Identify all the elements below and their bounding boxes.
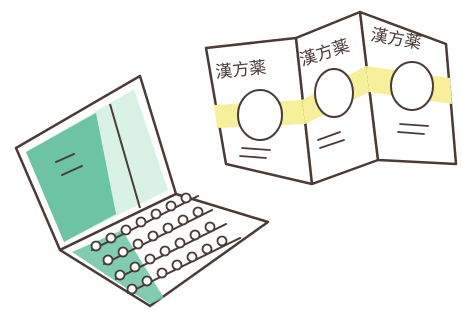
laptop-illustration xyxy=(14,74,270,308)
brochure-text-lines xyxy=(239,123,429,159)
laptop-screen-dark-panel xyxy=(26,113,116,242)
laptop-screen-text-mark-1 xyxy=(55,153,75,163)
brochure-illustration: 漢方薬 漢方薬 漢方薬 xyxy=(204,10,458,186)
laptop-screen-text-mark-2 xyxy=(61,165,83,176)
laptop-keys xyxy=(90,192,228,295)
brochure-circle-right xyxy=(390,61,434,111)
brochure-circle-left xyxy=(237,89,283,141)
laptop-screen-divider xyxy=(109,103,141,209)
brochure-circle-middle xyxy=(314,68,354,118)
